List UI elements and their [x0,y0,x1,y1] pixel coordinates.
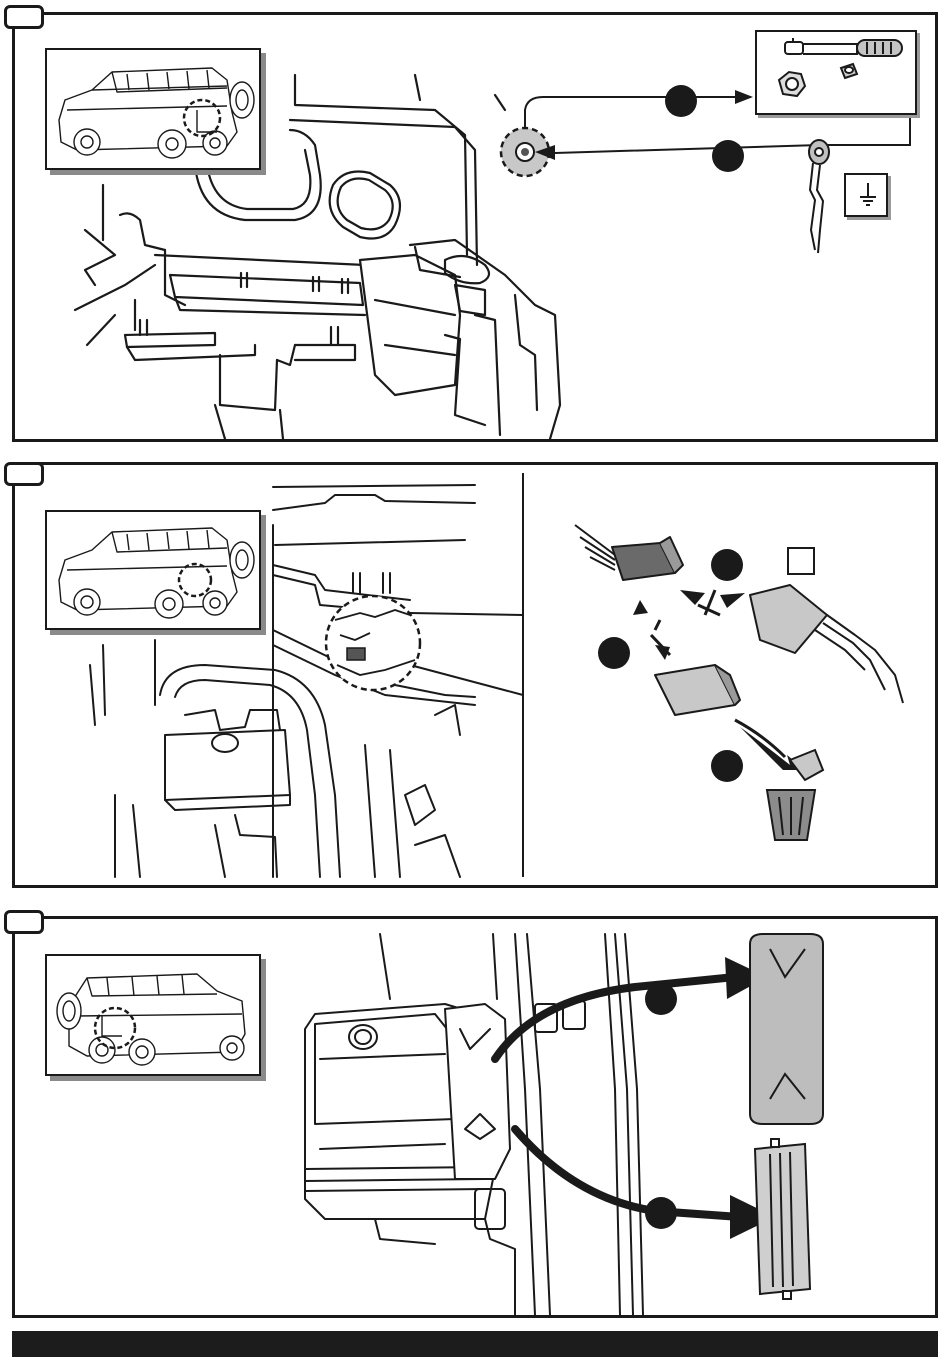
ratchet-wrench-icon [757,32,915,113]
hardware-box [755,30,917,115]
nut-icon [779,72,805,96]
step-marker-3a [645,983,677,1015]
vehicle-location-inset-2 [45,510,261,630]
step-marker-3b [645,1197,677,1229]
waste-bin-icon [767,750,823,840]
ground-symbol-icon [846,175,886,215]
step-marker-2c [711,750,743,782]
step-tab-3 [4,910,44,934]
step-marker-1a [665,85,697,117]
step-marker-1b [712,140,744,172]
instruction-panel-1 [12,12,938,442]
ground-symbol-box [844,173,888,217]
footer-bar [12,1331,938,1357]
step-tab-1 [4,5,44,29]
step-marker-2b [598,637,630,669]
vehicle-location-inset-3 [45,954,261,1076]
vehicle-rear-icon [47,512,259,628]
step-marker-2a [711,549,743,581]
instruction-panel-2 [12,462,938,888]
vehicle-rear-icon [47,50,259,168]
vehicle-rear-icon [47,956,259,1074]
blank-checkbox [787,547,815,575]
step-tab-2 [4,462,44,486]
vehicle-location-inset-1 [45,48,261,170]
instruction-panel-3 [12,916,938,1318]
cover-cap-icon [750,934,823,1124]
